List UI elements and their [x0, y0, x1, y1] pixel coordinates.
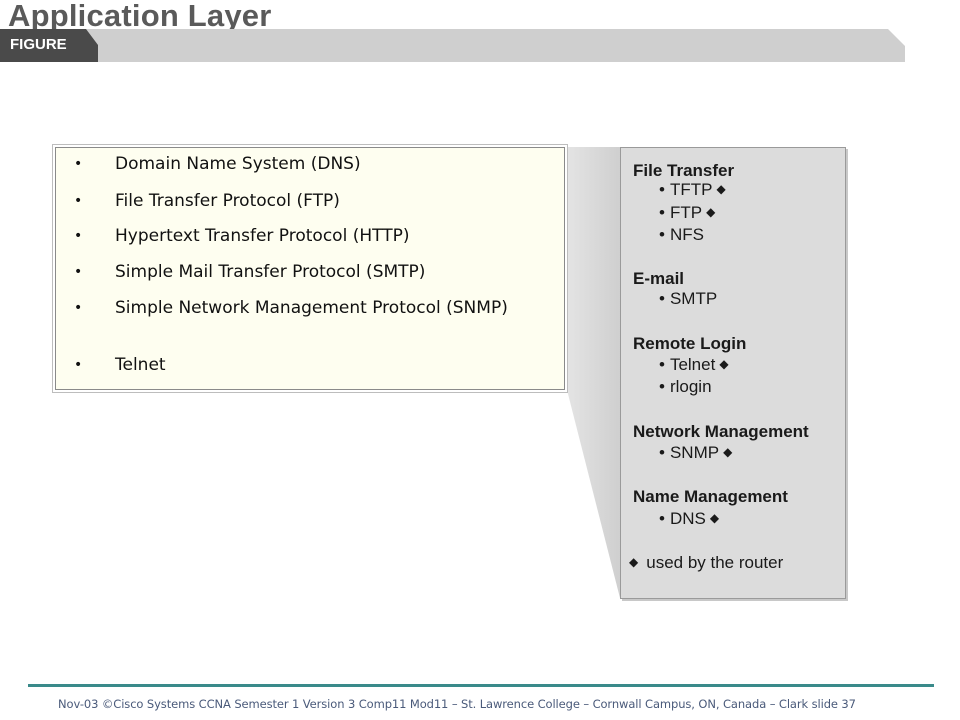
bullet: •: [74, 300, 83, 316]
legend-heading-email: E-mail: [633, 269, 685, 288]
page-title: Application Layer: [8, 0, 272, 33]
legend-item-snmp: •SNMP◆: [659, 443, 733, 462]
legend-heading-remote-login: Remote Login: [633, 334, 747, 353]
list-item-text: File Transfer Protocol (FTP): [115, 191, 340, 211]
footer-divider: [28, 684, 934, 687]
legend-item-nfs: •NFS: [659, 225, 704, 244]
legend-heading-file-transfer: File Transfer: [633, 161, 735, 180]
router-diamond-icon: ◆: [723, 445, 733, 459]
legend-item-ftp: •FTP◆: [659, 203, 716, 222]
legend-heading-network-management: Network Management: [633, 422, 809, 441]
bullet: •: [74, 156, 83, 172]
router-diamond-icon: ◆: [706, 205, 716, 219]
bullet: •: [74, 357, 83, 373]
router-diamond-icon: ◆: [629, 555, 639, 569]
list-item-text: Domain Name System (DNS): [115, 154, 361, 174]
list-item-text: Hypertext Transfer Protocol (HTTP): [115, 226, 410, 246]
router-diamond-icon: ◆: [719, 357, 729, 371]
banner-light-bar: [0, 29, 905, 62]
list-item-text: Simple Mail Transfer Protocol (SMTP): [115, 262, 426, 282]
bullet: •: [74, 193, 83, 209]
legend-item-tftp: •TFTP◆: [659, 180, 726, 199]
legend-item-dns: •DNS◆: [659, 509, 720, 528]
list-item-text: Simple Network Management Protocol (SNMP…: [115, 298, 508, 318]
banner-dark-tab: [0, 29, 98, 62]
protocol-list-panel: • Domain Name System (DNS) • File Transf…: [52, 144, 568, 393]
legend-item-rlogin: •rlogin: [659, 377, 712, 396]
router-diamond-icon: ◆: [709, 511, 720, 525]
figure-label: FIGURE: [10, 36, 67, 53]
legend-item-smtp: •SMTP: [659, 289, 718, 308]
application-categories-panel: File Transfer •TFTP◆ •FTP◆ •NFS E-mail •…: [620, 147, 846, 599]
bullet: •: [74, 264, 83, 280]
bullet: •: [74, 228, 83, 244]
list-item-text: Telnet: [115, 355, 166, 375]
legend-note-text: used by the router: [646, 553, 784, 572]
router-diamond-icon: ◆: [716, 182, 726, 196]
legend-heading-name-management: Name Management: [633, 487, 788, 506]
footer-text: Nov-03 ©Cisco Systems CCNA Semester 1 Ve…: [58, 697, 856, 711]
legend-note: ◆ used by the router: [629, 553, 783, 573]
legend-item-telnet: •Telnet◆: [659, 355, 729, 374]
figure-banner: [0, 29, 905, 62]
